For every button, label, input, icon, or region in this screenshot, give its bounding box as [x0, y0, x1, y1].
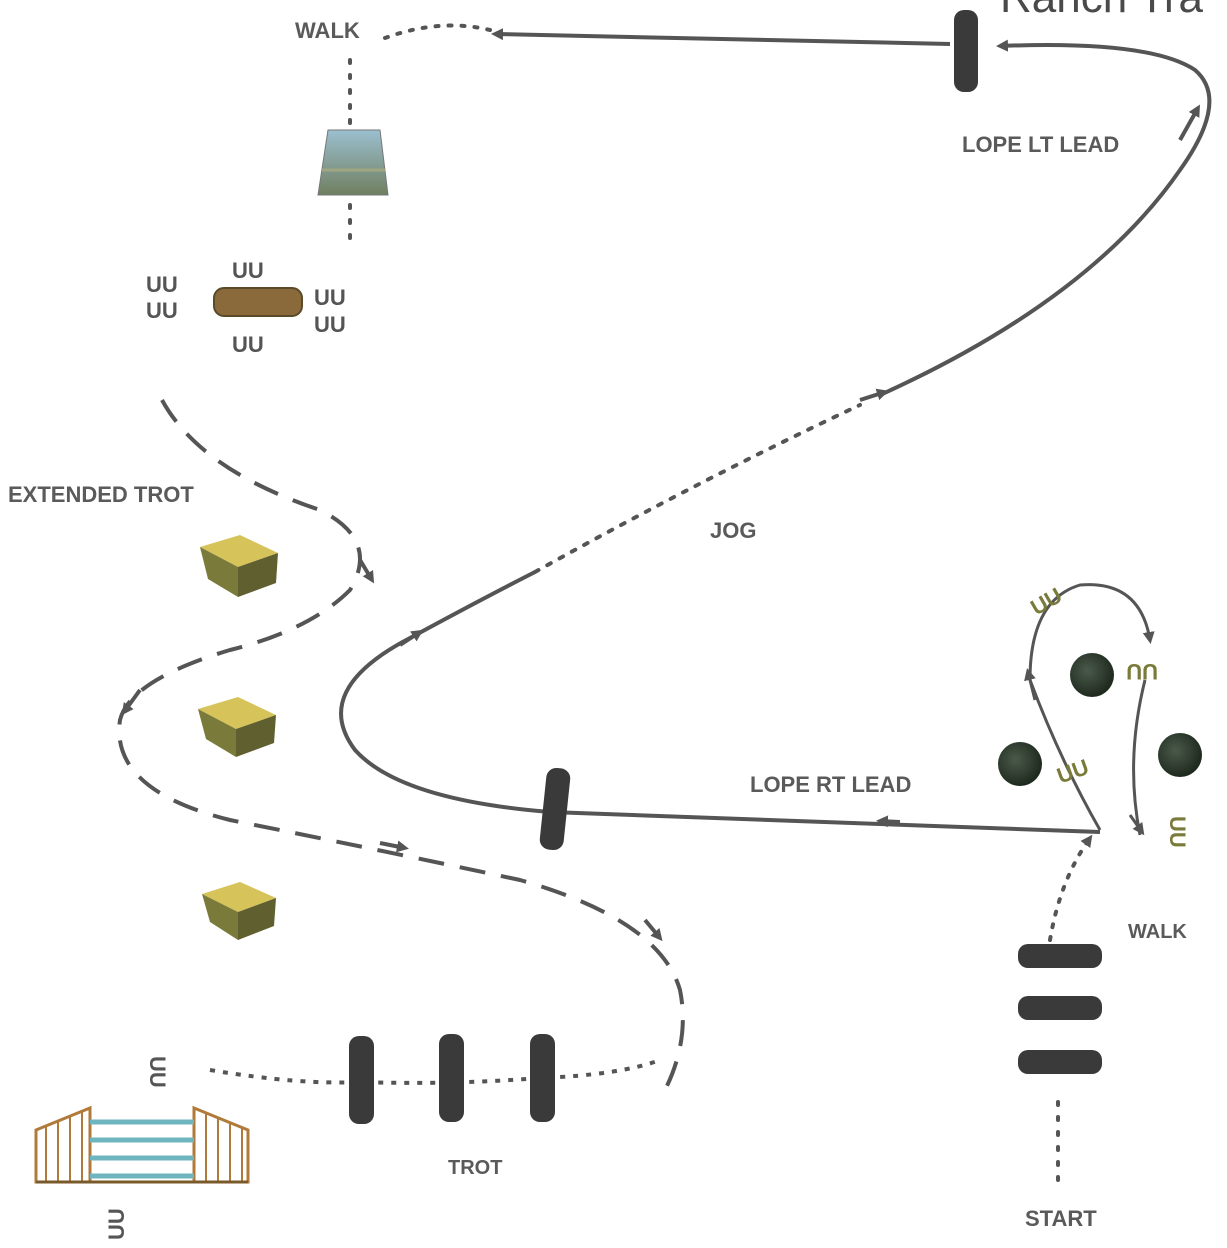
label-start: START	[1025, 1206, 1097, 1231]
label-trot: TROT	[448, 1157, 502, 1179]
start-pole-2	[1018, 996, 1102, 1020]
lope-rt-line	[549, 810, 1101, 834]
shoe-mark-serp-3: UU	[1054, 754, 1092, 788]
ext-trot-arrow-3	[379, 840, 409, 853]
label-lope-rt-lead: LOPE RT LEAD	[750, 772, 911, 797]
shoe-mark-serp-2: UU	[1126, 659, 1158, 684]
jog-dotted-path	[533, 403, 862, 574]
lope-lt-curve	[879, 39, 1212, 397]
serpentine-path-outer	[1028, 583, 1155, 831]
bridge	[317, 129, 389, 196]
label-jog: JOG	[710, 518, 756, 543]
lope-lt-arrow-up	[1178, 104, 1200, 141]
serpentine-path-inner	[1132, 679, 1147, 836]
shoe-mark-top: UU	[232, 258, 264, 283]
walk-start-dotted-path-2	[1048, 834, 1093, 942]
bush-1	[1070, 653, 1114, 697]
start-pole-3	[1018, 1050, 1102, 1074]
lope-lt-line	[491, 28, 951, 46]
shoe-mark-serp-1: UU	[1026, 583, 1066, 621]
lope-rt-arrow	[876, 815, 901, 828]
serpentine-arrow-in	[1128, 814, 1145, 836]
label-extended-trot: EXTENDED TROT	[8, 482, 194, 507]
lope-lt-arrow-down	[859, 388, 889, 402]
hay-bale-1	[200, 535, 278, 597]
extended-trot-dashed-path	[117, 399, 685, 1091]
ext-trot-arrow-4	[643, 918, 663, 942]
hay-bale-2	[198, 697, 276, 757]
start-pole-1	[1018, 944, 1102, 968]
ext-trot-arrow-2	[121, 688, 142, 716]
trot-pole-2	[439, 1034, 464, 1122]
gate	[34, 1105, 250, 1184]
label-walk-top: WALK	[295, 18, 360, 43]
backup-log	[213, 287, 303, 317]
bush-3	[1158, 733, 1202, 777]
lope-rt-arrow-2	[398, 629, 424, 647]
label-lope-lt-lead: LOPE LT LEAD	[962, 132, 1119, 157]
ext-trot-arrow-1	[358, 558, 375, 584]
log-top	[954, 10, 978, 92]
log-rt-lead	[539, 767, 571, 851]
shoe-mark-right-1: UU	[314, 285, 346, 310]
trot-pole-3	[530, 1034, 555, 1122]
shoe-mark-right-2: UU	[314, 312, 346, 337]
shoe-mark-gate: UU	[104, 1208, 129, 1240]
shoe-mark-left-2: UU	[146, 298, 178, 323]
shoe-mark-serp-4: UU	[1165, 816, 1190, 848]
hay-bale-3	[202, 882, 276, 940]
trot-dotted-path	[209, 1058, 661, 1085]
bush-2	[998, 742, 1042, 786]
shoe-mark-trot-start: UU	[145, 1056, 170, 1088]
shoe-mark-left-1: UU	[146, 272, 178, 297]
serpentine-arrow-up	[1024, 668, 1037, 701]
trot-pole-1	[349, 1036, 374, 1124]
shoe-mark-bottom: UU	[232, 332, 264, 357]
lope-rt-curve	[339, 570, 551, 814]
walk-top-dotted-path	[383, 23, 492, 40]
course-title: Ranch Tra	[1000, 0, 1204, 22]
label-walk-right: WALK	[1128, 921, 1187, 943]
